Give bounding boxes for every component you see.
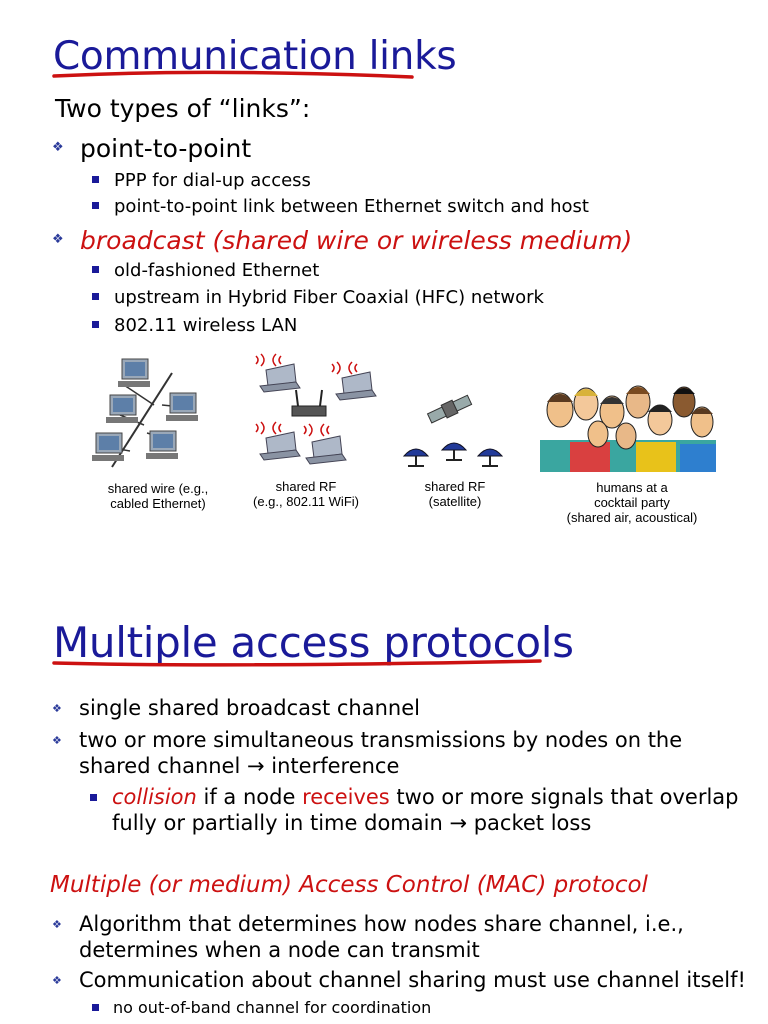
bullet-point-to-point: ❖point-to-point bbox=[52, 134, 252, 163]
square-bullet-icon bbox=[90, 794, 97, 801]
slide1-lead: Two types of “links”: bbox=[55, 94, 311, 123]
diamond-bullet-icon: ❖ bbox=[52, 139, 64, 155]
square-bullet-icon bbox=[92, 176, 99, 183]
bullet-single-channel: ❖ single shared broadcast channel bbox=[52, 696, 420, 720]
person-face-icon bbox=[625, 385, 651, 419]
slide2-title-underline bbox=[52, 659, 542, 667]
caption-satellite: shared RF (satellite) bbox=[424, 479, 486, 509]
shared-rf-wifi-illustration bbox=[255, 353, 377, 465]
diamond-bullet-icon: ❖ bbox=[52, 974, 62, 987]
sub-bullet-collision: collision if a node receives two or more… bbox=[90, 784, 739, 836]
bullet-channel-itself: ❖ Communication about channel sharing mu… bbox=[52, 968, 746, 992]
arrow-icon: → bbox=[449, 811, 468, 835]
satellite-illustration bbox=[402, 394, 504, 467]
person-face-icon bbox=[690, 406, 714, 438]
mac-protocol-heading: Multiple (or medium) Access Control (MAC… bbox=[50, 872, 648, 898]
bullet-broadcast: ❖broadcast (shared wire or wireless medi… bbox=[52, 226, 633, 255]
sub-bullet-out-of-band: no out-of-band channel for coordination bbox=[92, 998, 431, 1017]
square-bullet-icon bbox=[92, 1004, 99, 1011]
person-face-icon bbox=[587, 420, 609, 448]
caption-shared-wire: shared wire (e.g., cabled Ethernet) bbox=[107, 481, 209, 511]
person-face-icon bbox=[546, 392, 574, 428]
square-bullet-icon bbox=[92, 293, 99, 300]
caption-humans: humans at a cocktail party (shared air, … bbox=[566, 480, 698, 525]
cocktail-party-illustration bbox=[540, 385, 716, 472]
sub-bullet-ethernet: old-fashioned Ethernet bbox=[92, 260, 319, 281]
sub-bullet-wlan: 802.11 wireless LAN bbox=[92, 315, 297, 336]
diamond-bullet-icon: ❖ bbox=[52, 918, 62, 931]
computer-icon bbox=[118, 358, 150, 387]
person-face-icon bbox=[573, 387, 599, 421]
shared-wire-illustration bbox=[92, 358, 198, 468]
sub-bullet-switch-host: point-to-point link between Ethernet swi… bbox=[92, 196, 589, 217]
sub-bullet-ppp: PPP for dial-up access bbox=[92, 170, 311, 191]
diamond-bullet-icon: ❖ bbox=[52, 231, 64, 247]
sub-bullet-hfc: upstream in Hybrid Fiber Coaxial (HFC) n… bbox=[92, 287, 544, 308]
computer-icon bbox=[92, 432, 124, 461]
bullet-simultaneous: ❖ two or more simultaneous transmissions… bbox=[52, 728, 683, 778]
square-bullet-icon bbox=[92, 202, 99, 209]
satellite-dish-icon bbox=[476, 448, 504, 467]
square-bullet-icon bbox=[92, 266, 99, 273]
satellite-dish-icon bbox=[402, 448, 430, 467]
person-face-icon bbox=[647, 404, 673, 436]
diamond-bullet-icon: ❖ bbox=[52, 702, 62, 715]
computer-icon bbox=[106, 394, 138, 423]
slide1-title-underline bbox=[52, 70, 414, 79]
person-face-icon bbox=[672, 386, 696, 418]
laptop-icon bbox=[305, 435, 347, 465]
wifi-router-icon bbox=[291, 389, 327, 417]
laptop-icon bbox=[259, 363, 301, 393]
satellite-icon bbox=[426, 394, 473, 424]
satellite-dish-icon bbox=[440, 442, 468, 461]
laptop-icon bbox=[335, 371, 377, 401]
caption-shared-rf: shared RF (e.g., 802.11 WiFi) bbox=[253, 479, 359, 509]
computer-icon bbox=[166, 392, 198, 421]
diamond-bullet-icon: ❖ bbox=[52, 734, 62, 747]
laptop-icon bbox=[259, 431, 301, 461]
person-face-icon bbox=[599, 395, 625, 429]
person-face-icon bbox=[615, 422, 637, 450]
arrow-icon: → bbox=[247, 754, 265, 778]
computer-icon bbox=[146, 430, 178, 459]
square-bullet-icon bbox=[92, 321, 99, 328]
bullet-algorithm: ❖ Algorithm that determines how nodes sh… bbox=[52, 912, 684, 962]
slide2-title: Multiple access protocols bbox=[53, 618, 574, 667]
